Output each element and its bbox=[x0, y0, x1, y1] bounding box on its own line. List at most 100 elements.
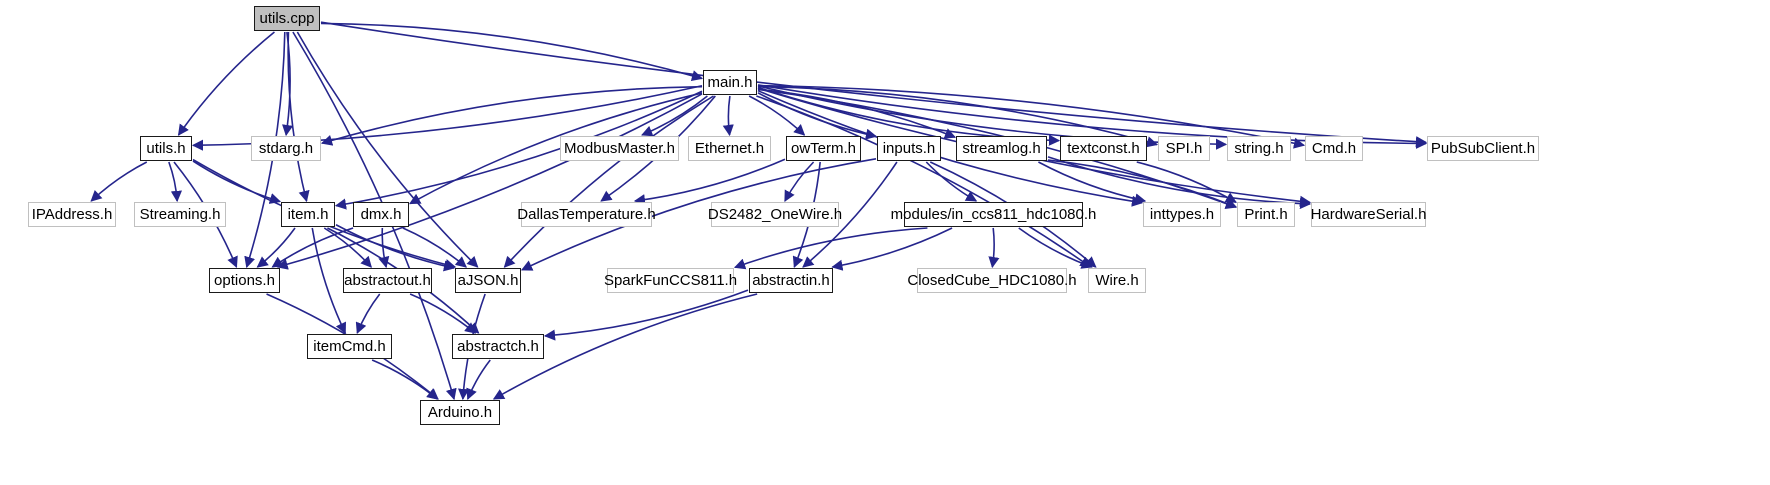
graph-node-Cmd-h[interactable]: Cmd.h bbox=[1305, 136, 1363, 161]
graph-edge-itemCmd-h-to-Arduino-h bbox=[371, 359, 439, 400]
graph-node-label: aJSON.h bbox=[457, 272, 519, 289]
graph-node-utils-h[interactable]: utils.h bbox=[140, 136, 192, 161]
graph-node-dmx-h[interactable]: dmx.h bbox=[353, 202, 409, 227]
graph-node-string-h[interactable]: string.h bbox=[1227, 136, 1291, 161]
graph-node-label: DallasTemperature.h bbox=[517, 206, 656, 223]
graph-node-label: textconst.h bbox=[1067, 140, 1140, 157]
graph-node-stdarg-h[interactable]: stdarg.h bbox=[251, 136, 321, 161]
graph-node-label: DS2482_OneWire.h bbox=[707, 206, 843, 223]
graph-node-abstractin-h[interactable]: abstractin.h bbox=[749, 268, 833, 293]
graph-node-DS2482-OneWire-h[interactable]: DS2482_OneWire.h bbox=[707, 202, 843, 227]
graph-edge-main-h-to-owTerm-h bbox=[748, 95, 806, 136]
graph-edge-in-ccs811-to-Wire-h bbox=[1018, 227, 1093, 269]
graph-edge-main-h-to-Wire-h bbox=[756, 95, 1092, 268]
graph-edge-item-h-to-options-h bbox=[256, 227, 296, 268]
graph-node-label: streamlog.h bbox=[962, 140, 1041, 157]
graph-node-label: Arduino.h bbox=[427, 404, 493, 421]
graph-edge-dmx-h-to-options-h bbox=[271, 227, 354, 268]
graph-node-label: abstractin.h bbox=[752, 272, 830, 289]
graph-edge-in-ccs811-to-ClosedCube-HDC1080-h bbox=[988, 227, 1000, 269]
graph-node-label: abstractch.h bbox=[457, 338, 539, 355]
graph-node-streamlog-h[interactable]: streamlog.h bbox=[956, 136, 1047, 161]
graph-node-label: Cmd.h bbox=[1311, 140, 1357, 157]
graph-edge-abstractout-h-to-itemCmd-h bbox=[355, 293, 381, 335]
graph-node-label: modules/in_ccs811_hdc1080.h bbox=[890, 206, 1097, 223]
graph-edge-abstractch-h-to-Arduino-h bbox=[466, 359, 491, 401]
graph-node-label: item.h bbox=[287, 206, 329, 223]
graph-node-inttypes-h[interactable]: inttypes.h bbox=[1143, 202, 1221, 227]
graph-edge-main-h-to-item-h bbox=[334, 90, 703, 210]
graph-edge-main-h-to-SPI-h bbox=[757, 85, 1159, 148]
graph-edge-main-h-to-Ethernet-h bbox=[722, 95, 734, 137]
graph-edge-streamlog-h-to-HardwareSerial-h bbox=[1047, 156, 1312, 210]
graph-edge-utils-cpp-to-item-h bbox=[287, 31, 310, 203]
graph-edge-item-h-to-abstractout-h bbox=[323, 227, 372, 268]
graph-node-label: PubSubClient.h bbox=[1430, 140, 1536, 157]
graph-node-SPI-h[interactable]: SPI.h bbox=[1158, 136, 1210, 161]
graph-edge-item-h-to-aJSON-h bbox=[335, 224, 456, 272]
graph-node-label: ClosedCube_HDC1080.h bbox=[907, 272, 1077, 289]
graph-node-utils-cpp[interactable]: utils.cpp bbox=[254, 6, 320, 31]
graph-node-label: ModbusMaster.h bbox=[564, 140, 675, 157]
graph-edge-in-ccs811-to-abstractin-h bbox=[831, 227, 953, 271]
graph-node-main-h[interactable]: main.h bbox=[703, 70, 757, 95]
graph-node-label: owTerm.h bbox=[790, 140, 857, 157]
graph-edge-main-h-to-inttypes-h bbox=[757, 89, 1144, 207]
graph-node-Print-h[interactable]: Print.h bbox=[1237, 202, 1295, 227]
graph-node-textconst-h[interactable]: textconst.h bbox=[1060, 136, 1147, 161]
graph-node-label: inttypes.h bbox=[1149, 206, 1215, 223]
graph-node-owTerm-h[interactable]: owTerm.h bbox=[786, 136, 861, 161]
graph-node-aJSON-h[interactable]: aJSON.h bbox=[455, 268, 521, 293]
graph-edge-inputs-h-to-in-ccs811 bbox=[925, 161, 978, 202]
graph-edge-owTerm-h-to-DS2482-OneWire-h bbox=[784, 161, 815, 202]
graph-node-inputs-h[interactable]: inputs.h bbox=[877, 136, 941, 161]
graph-node-IPAddress-h[interactable]: IPAddress.h bbox=[28, 202, 116, 227]
graph-edge-dmx-h-to-abstractout-h bbox=[378, 227, 390, 269]
graph-edge-utils-cpp-to-PubSubClient-h bbox=[320, 21, 1428, 148]
graph-edge-inputs-h-to-aJSON-h bbox=[520, 158, 877, 271]
graph-edge-textconst-h-to-Print-h bbox=[1136, 161, 1237, 204]
graph-node-itemCmd-h[interactable]: itemCmd.h bbox=[307, 334, 392, 359]
graph-node-HardwareSerial-h[interactable]: HardwareSerial.h bbox=[1311, 202, 1426, 227]
graph-node-label: options.h bbox=[214, 272, 275, 289]
graph-node-label: Streaming.h bbox=[139, 206, 221, 223]
graph-node-item-h[interactable]: item.h bbox=[281, 202, 335, 227]
graph-edge-abstractout-h-to-abstractch-h bbox=[409, 293, 477, 334]
graph-edge-main-h-to-dmx-h bbox=[409, 92, 703, 205]
graph-node-label: Wire.h bbox=[1095, 272, 1139, 289]
graph-node-abstractch-h[interactable]: abstractch.h bbox=[452, 334, 544, 359]
graph-node-label: dmx.h bbox=[360, 206, 402, 223]
graph-node-label: stdarg.h bbox=[258, 140, 314, 157]
graph-node-label: inputs.h bbox=[882, 140, 936, 157]
graph-node-ClosedCube-HDC1080-h[interactable]: ClosedCube_HDC1080.h bbox=[907, 268, 1077, 293]
graph-node-DallasTemperature-h[interactable]: DallasTemperature.h bbox=[517, 202, 656, 227]
graph-node-label: string.h bbox=[1234, 140, 1284, 157]
graph-edge-utils-cpp-to-utils-h bbox=[177, 31, 275, 136]
graph-node-Arduino-h[interactable]: Arduino.h bbox=[420, 400, 500, 425]
graph-edge-abstractin-h-to-abstractch-h bbox=[543, 289, 749, 341]
graph-node-in-ccs811[interactable]: modules/in_ccs811_hdc1080.h bbox=[891, 202, 1096, 227]
graph-node-SparkFunCCS811-h[interactable]: SparkFunCCS811.h bbox=[604, 268, 737, 293]
graph-edge-main-h-to-Cmd-h bbox=[757, 84, 1306, 149]
graph-edge-utils-h-to-IPAddress-h bbox=[90, 161, 148, 202]
graph-node-ModbusMaster-h[interactable]: ModbusMaster.h bbox=[560, 136, 679, 161]
graph-node-abstractout-h[interactable]: abstractout.h bbox=[343, 268, 432, 293]
graph-node-label: SPI.h bbox=[1165, 140, 1203, 157]
graph-edge-item-h-to-itemCmd-h bbox=[311, 227, 346, 335]
graph-node-label: IPAddress.h bbox=[31, 206, 113, 223]
graph-node-label: Print.h bbox=[1244, 206, 1288, 223]
graph-node-label: utils.cpp bbox=[259, 10, 315, 27]
graph-node-Ethernet-h[interactable]: Ethernet.h bbox=[688, 136, 771, 161]
graph-node-label: Ethernet.h bbox=[694, 140, 765, 157]
graph-node-label: itemCmd.h bbox=[313, 338, 386, 355]
graph-edge-streamlog-h-to-inttypes-h bbox=[1038, 161, 1147, 205]
graph-node-Wire-h[interactable]: Wire.h bbox=[1088, 268, 1146, 293]
graph-node-options-h[interactable]: options.h bbox=[209, 268, 280, 293]
graph-node-label: HardwareSerial.h bbox=[1310, 206, 1427, 223]
graph-node-label: main.h bbox=[707, 74, 753, 91]
graph-node-Streaming-h[interactable]: Streaming.h bbox=[134, 202, 226, 227]
graph-node-PubSubClient-h[interactable]: PubSubClient.h bbox=[1427, 136, 1539, 161]
graph-edge-utils-cpp-to-main-h bbox=[320, 22, 704, 82]
graph-edge-main-h-to-options-h bbox=[276, 93, 703, 270]
